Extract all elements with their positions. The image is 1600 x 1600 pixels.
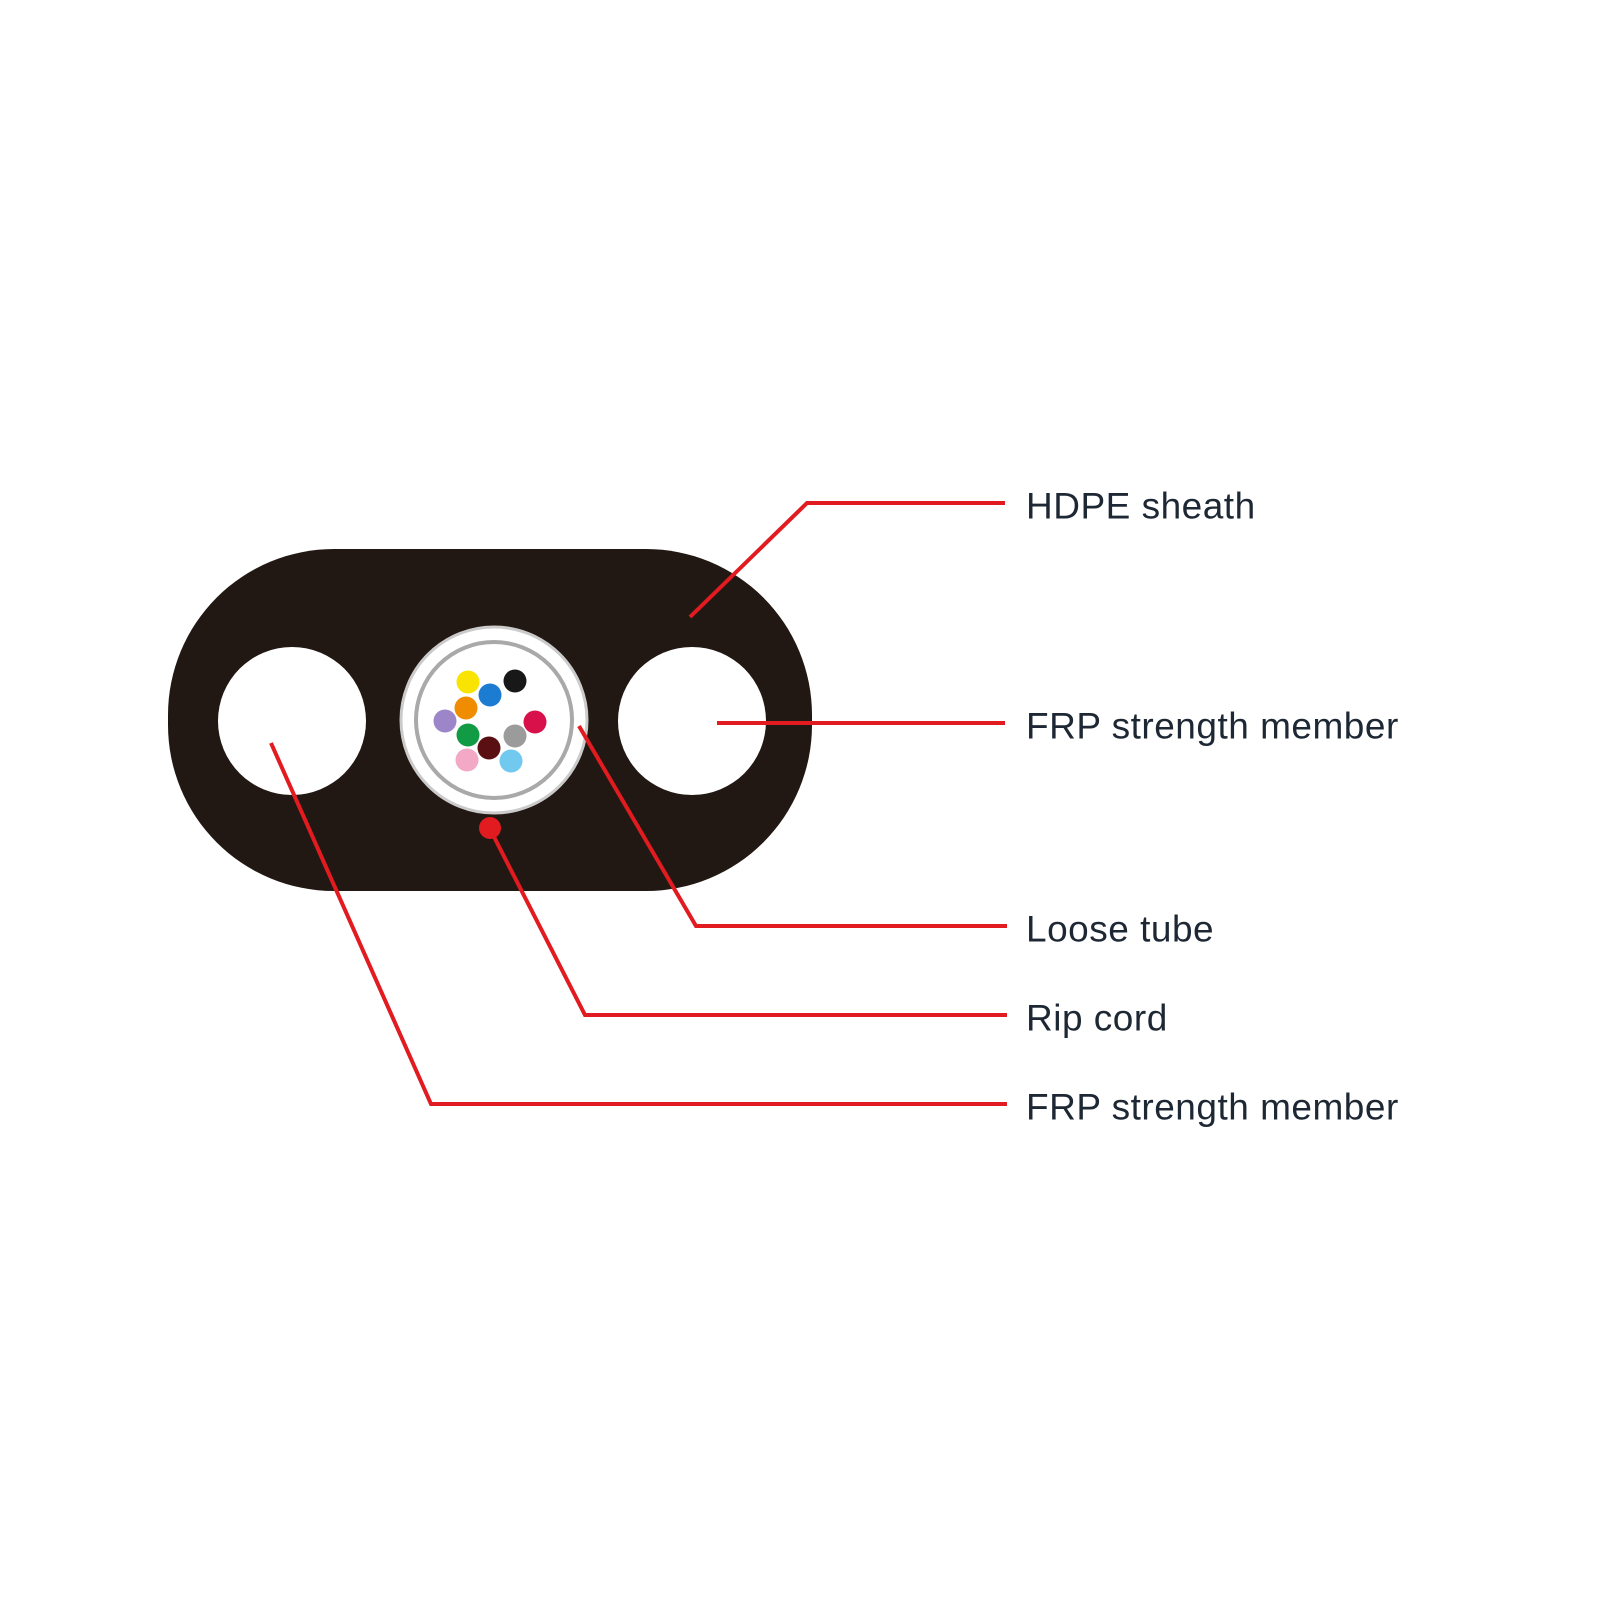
frp-strength-member-right — [618, 647, 766, 795]
fiber-blue — [478, 683, 502, 707]
fiber-green — [456, 723, 480, 747]
label-rip-cord: Rip cord — [1026, 998, 1168, 1039]
fiber-aqua — [499, 749, 523, 773]
fiber-white — [502, 698, 526, 722]
fiber-orange — [454, 696, 478, 720]
fiber-red — [523, 710, 547, 734]
rip-cord-dot — [479, 817, 501, 839]
label-frp-strength-member-right: FRP strength member — [1026, 706, 1399, 747]
label-loose-tube: Loose tube — [1026, 909, 1214, 950]
leader-hdpe-sheath — [688, 501, 1005, 619]
label-frp-strength-member-left: FRP strength member — [1026, 1087, 1399, 1128]
fiber-black — [503, 669, 527, 693]
label-hdpe-sheath: HDPE sheath — [1026, 486, 1256, 527]
leader-rip-cord — [488, 828, 1007, 1017]
fiber-violet — [433, 709, 457, 733]
fiber-rose — [455, 748, 479, 772]
fiber-yellow — [456, 670, 480, 694]
fiber-brown — [477, 736, 501, 760]
loose-tube-ring — [414, 640, 574, 800]
leader-loose-tube — [577, 724, 1007, 928]
frp-strength-member-left — [218, 647, 366, 795]
leader-frp-left — [269, 742, 1007, 1106]
fiber-slate — [503, 724, 527, 748]
